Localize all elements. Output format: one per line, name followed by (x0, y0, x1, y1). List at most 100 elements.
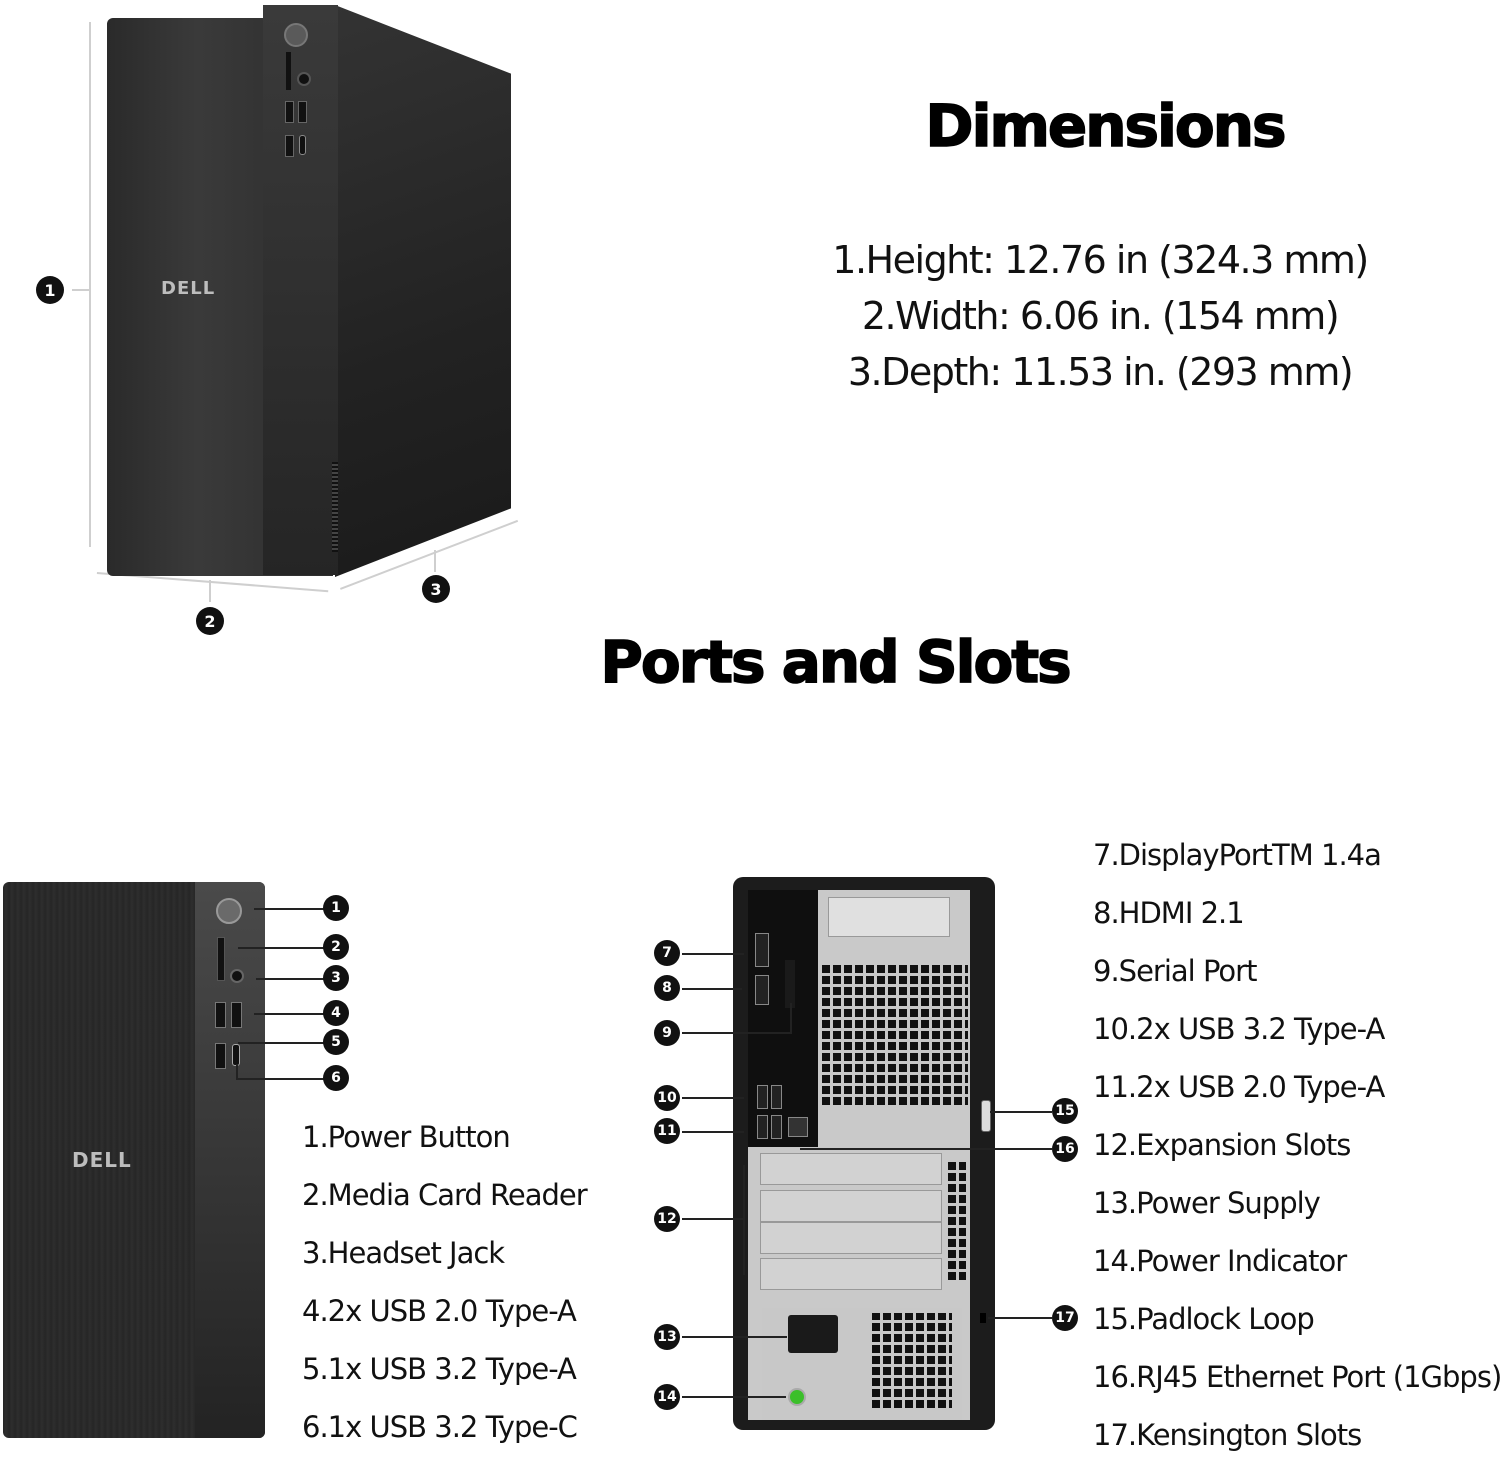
leader-line (238, 947, 324, 949)
side-vent-grille (948, 1160, 966, 1280)
front-label-headset-jack: 3.Headset Jack (302, 1236, 505, 1270)
power-button-icon (284, 23, 308, 47)
leader-line (682, 1218, 744, 1220)
usb-a-port-icon (771, 1115, 782, 1139)
expansion-slot (760, 1153, 942, 1185)
ethernet-port-icon (788, 1117, 808, 1137)
callout-badge-5: 5 (323, 1029, 349, 1055)
power-socket-icon (788, 1315, 838, 1353)
back-label-power-indicator: 14.Power Indicator (1093, 1244, 1347, 1278)
side-vent-icon (332, 462, 338, 552)
back-label-rj45-ethernet: 16.RJ45 Ethernet Port (1Gbps) (1093, 1360, 1500, 1394)
usb-a-port-icon (285, 135, 294, 157)
front-io-strip (195, 882, 265, 1438)
leader-line (682, 1396, 786, 1398)
power-indicator-led-icon (788, 1388, 806, 1406)
callout-badge-17: 17 (1052, 1305, 1078, 1331)
leader-line (682, 953, 744, 955)
callout-badge-16: 16 (1052, 1136, 1078, 1162)
usb-a-port-icon (771, 1085, 782, 1109)
callout-badge-11: 11 (654, 1118, 680, 1144)
back-label-serial-port: 9.Serial Port (1093, 954, 1257, 988)
fan-handle-icon (828, 897, 950, 937)
callout-badge-6: 6 (323, 1065, 349, 1091)
usb-c-port-icon (232, 1044, 240, 1066)
callout-badge-1: 1 (323, 895, 349, 921)
height-dimension-line (89, 22, 91, 547)
callout-badge-12: 12 (654, 1206, 680, 1232)
card-reader-slot-icon (217, 937, 225, 981)
leader-line (988, 1317, 1052, 1319)
dimensions-title: Dimensions (925, 91, 1288, 161)
back-label-displayport: 7.DisplayPortTM 1.4a (1093, 838, 1382, 872)
callout-badge-10: 10 (654, 1085, 680, 1111)
leader-line (682, 1131, 744, 1133)
leader-line (236, 1064, 238, 1079)
leader-line (990, 1111, 1052, 1113)
callout-badge-15: 15 (1052, 1098, 1078, 1124)
dimensions-spec-list: 1.Height: 12.76 in (324.3 mm) 2.Width: 6… (790, 232, 1410, 400)
expansion-slot (760, 1222, 942, 1254)
back-label-hdmi: 8.HDMI 2.1 (1093, 896, 1245, 930)
card-reader-slot-icon (286, 52, 291, 90)
callout-badge-13: 13 (654, 1324, 680, 1350)
callout-badge-2: 2 (323, 934, 349, 960)
height-dimension-tick (72, 289, 90, 291)
callout-badge-14: 14 (654, 1384, 680, 1410)
spec-depth: 3.Depth: 11.53 in. (293 mm) (847, 350, 1354, 394)
ports-title: Ports and Slots (600, 627, 1073, 697)
leader-line (254, 908, 324, 910)
callout-badge-4: 4 (323, 1000, 349, 1026)
front-label-media-card-reader: 2.Media Card Reader (302, 1178, 588, 1212)
fan-vent-grille (822, 965, 968, 1105)
callout-badge-2: 2 (196, 607, 224, 635)
expansion-slot (760, 1190, 942, 1222)
serial-port-icon (785, 960, 795, 1008)
callout-badge-8: 8 (654, 975, 680, 1001)
front-label-usb2-type-a: 4.2x USB 2.0 Type-A (302, 1294, 577, 1328)
usb-a-port-icon (215, 1043, 226, 1069)
front-label-usb32-type-a: 5.1x USB 3.2 Type-A (302, 1352, 577, 1386)
leader-line (256, 978, 324, 980)
leader-line (238, 1042, 324, 1044)
dell-logo: DELL (161, 278, 216, 299)
leader-line (800, 1148, 1052, 1150)
usb-a-port-icon (757, 1115, 768, 1139)
leader-line (236, 1078, 324, 1080)
front-label-power-button: 1.Power Button (302, 1120, 511, 1154)
displayport-icon (755, 933, 769, 967)
callout-badge-9: 9 (654, 1020, 680, 1046)
back-label-usb2-type-a: 11.2x USB 2.0 Type-A (1093, 1070, 1385, 1104)
back-label-power-supply: 13.Power Supply (1093, 1186, 1321, 1220)
usb-a-port-icon (231, 1002, 242, 1028)
back-label-usb32-type-a: 10.2x USB 3.2 Type-A (1093, 1012, 1385, 1046)
usb-a-port-icon (298, 101, 307, 123)
callout-badge-1: 1 (36, 276, 64, 304)
callout-badge-3: 3 (323, 965, 349, 991)
spec-height: 1.Height: 12.76 in (324.3 mm) (832, 238, 1369, 282)
leader-line (682, 1032, 792, 1034)
leader-line (682, 1097, 744, 1099)
usb-a-port-icon (285, 101, 294, 123)
usb-a-port-icon (215, 1002, 226, 1028)
tower-side-panel (335, 5, 511, 577)
back-label-expansion-slots: 12.Expansion Slots (1093, 1128, 1351, 1162)
padlock-loop-icon (981, 1100, 991, 1132)
expansion-slot (760, 1258, 942, 1290)
headset-jack-icon (230, 969, 244, 983)
callout-badge-3: 3 (422, 575, 450, 603)
leader-line (254, 1013, 324, 1015)
kensington-slot-icon (980, 1313, 986, 1323)
width-dimension-tick (209, 580, 211, 602)
tower-io-strip (263, 5, 338, 575)
back-label-kensington-slots: 17.Kensington Slots (1093, 1418, 1362, 1452)
headset-jack-icon (297, 72, 311, 86)
leader-line (790, 1003, 792, 1033)
leader-line (682, 988, 742, 990)
power-button-icon (216, 898, 242, 924)
front-label-usb32-type-c: 6.1x USB 3.2 Type-C (302, 1410, 578, 1444)
back-label-padlock-loop: 15.Padlock Loop (1093, 1302, 1315, 1336)
depth-dimension-tick (434, 550, 436, 572)
leader-line (682, 1336, 787, 1338)
usb-a-port-icon (757, 1085, 768, 1109)
